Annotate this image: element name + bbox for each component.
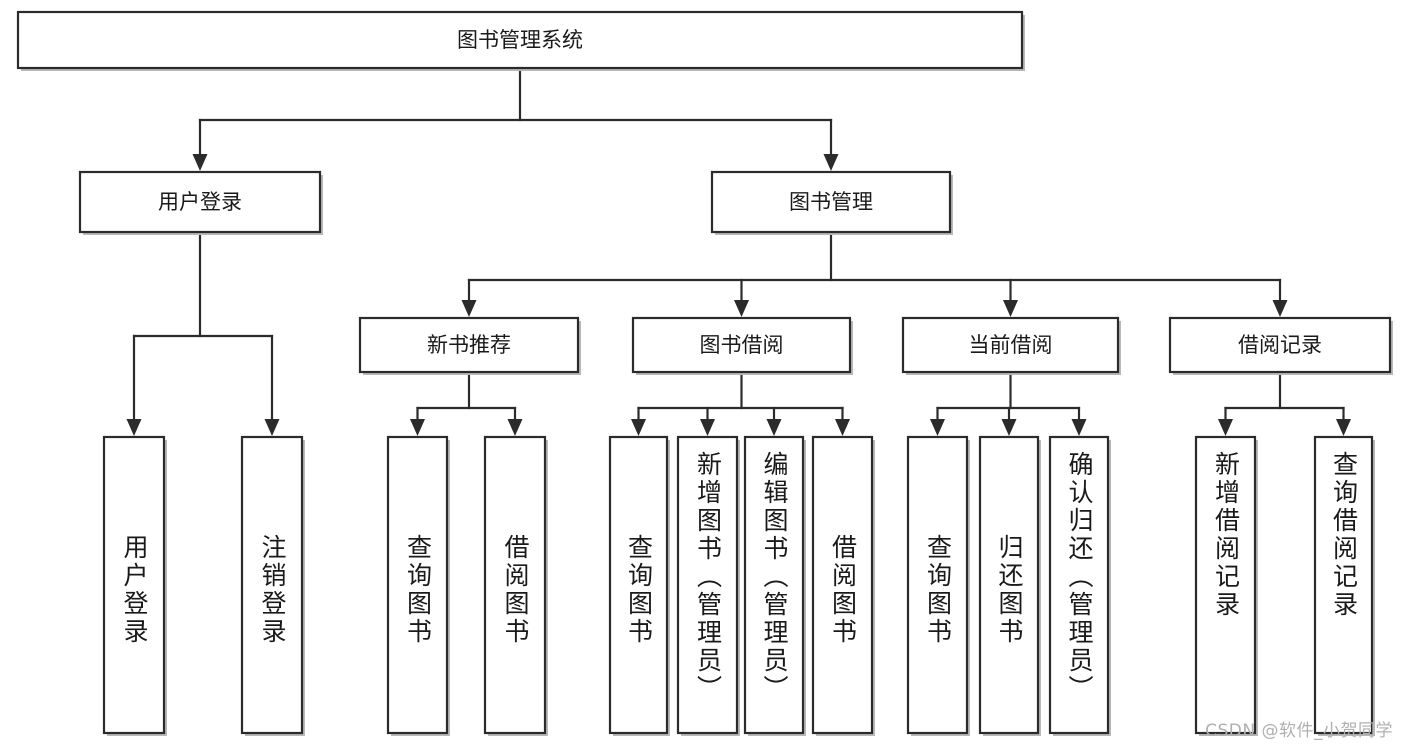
arrowhead-icon: [1218, 419, 1233, 436]
node-level3-0[interactable]: 新书推荐: [358, 316, 581, 375]
node-leaf-7[interactable]: [811, 435, 875, 736]
node-level3-2[interactable]: 当前借阅: [901, 316, 1121, 375]
arrowhead-icon: [461, 300, 477, 317]
arrowhead-icon: [1001, 419, 1017, 436]
node-leaf-11[interactable]: [1194, 435, 1258, 736]
watermark: CSDN @软件_小贺同学: [1205, 721, 1393, 741]
node-level3-3[interactable]: 借阅记录: [1168, 316, 1393, 375]
node-leaf-3[interactable]: [483, 435, 548, 736]
node-leaf-0[interactable]: [102, 435, 167, 736]
node-leaf-6[interactable]: [743, 435, 806, 736]
arrowhead-icon: [700, 419, 715, 436]
arrowhead-icon: [410, 419, 425, 436]
node-level3-1[interactable]: 图书借阅: [631, 316, 853, 375]
node-root-label: 图书管理系统: [457, 28, 583, 52]
arrowhead-icon: [192, 154, 208, 171]
node-leaf-12[interactable]: [1313, 435, 1375, 736]
node-leaf-4[interactable]: [608, 435, 670, 736]
arrowhead-icon: [631, 419, 646, 436]
node-leaf-10[interactable]: [1048, 435, 1111, 736]
node-level2-label: 用户登录: [158, 190, 242, 214]
arrowhead-icon: [930, 419, 945, 436]
arrowhead-icon: [823, 154, 839, 171]
arrowhead-icon: [1003, 300, 1018, 317]
node-root[interactable]: 图书管理系统: [16, 10, 1025, 71]
node-leaf-9[interactable]: [978, 435, 1041, 736]
edges-layer: [126, 66, 1351, 436]
node-leaf-1[interactable]: [240, 435, 305, 736]
node-level3-label: 新书推荐: [427, 333, 511, 357]
node-leaf-8[interactable]: [906, 435, 970, 736]
node-level2-0[interactable]: 用户登录: [78, 170, 323, 235]
node-level2-1[interactable]: 图书管理: [710, 170, 953, 235]
arrowhead-icon: [1071, 419, 1087, 436]
arrowhead-icon: [734, 300, 749, 317]
arrowhead-icon: [1336, 419, 1351, 436]
node-level3-label: 图书借阅: [700, 333, 784, 357]
arrowhead-icon: [1272, 300, 1288, 317]
arrowhead-icon: [766, 419, 782, 436]
node-leaf-2[interactable]: [386, 435, 450, 736]
node-level3-label: 当前借阅: [969, 333, 1053, 357]
arrowhead-icon: [264, 419, 280, 436]
node-level2-label: 图书管理: [789, 190, 873, 214]
arrowhead-icon: [126, 419, 142, 436]
arrowhead-icon: [835, 419, 850, 436]
arrowhead-icon: [507, 419, 523, 436]
node-level3-label: 借阅记录: [1238, 333, 1322, 357]
node-leaf-5[interactable]: [676, 435, 740, 736]
